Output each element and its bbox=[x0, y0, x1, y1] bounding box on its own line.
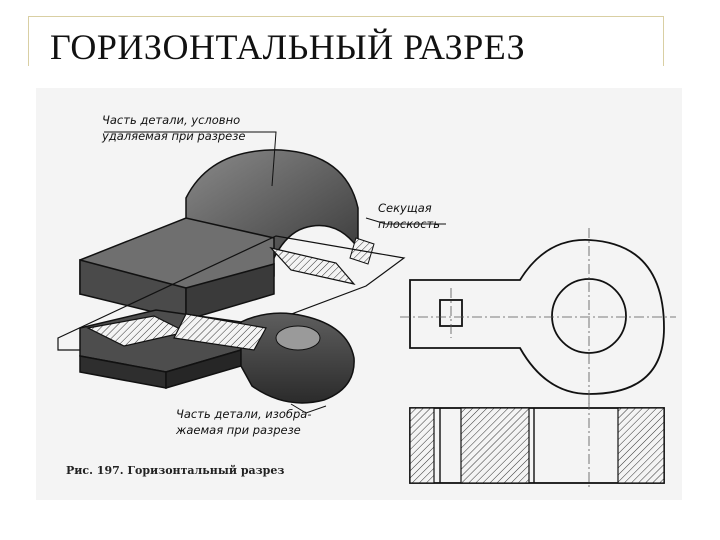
label-shown-part-line2: жаемая при разрезе bbox=[175, 423, 301, 437]
title-frame: ГОРИЗОНТАЛЬНЫЙ РАЗРЕЗ bbox=[28, 16, 664, 67]
frame-line-top bbox=[28, 16, 664, 17]
front-section-view bbox=[409, 400, 665, 490]
section-drawing: Часть детали, условно удаляемая при разр… bbox=[57, 113, 676, 490]
label-shown-part-line1: Часть детали, изобра- bbox=[176, 407, 312, 421]
removed-part-upper bbox=[79, 149, 375, 322]
figure-caption: Рис. 197. Горизонтальный разрез bbox=[66, 464, 284, 477]
slide-title: ГОРИЗОНТАЛЬНЫЙ РАЗРЕЗ bbox=[50, 27, 526, 67]
shown-part-lower bbox=[79, 309, 355, 404]
label-removed-part-line1: Часть детали, условно bbox=[102, 113, 240, 127]
label-cutting-plane-line2: плоскость bbox=[378, 217, 440, 231]
cutting-plane bbox=[57, 235, 406, 351]
frame-line-right bbox=[663, 16, 664, 66]
figure-image: Часть детали, условно удаляемая при разр… bbox=[36, 88, 682, 500]
leader-lines bbox=[104, 131, 446, 414]
frame-line-left bbox=[28, 16, 29, 66]
label-removed-part-line2: удаляемая при разрезе bbox=[101, 129, 245, 143]
label-cutting-plane-line1: Секущая bbox=[378, 201, 432, 215]
top-view-axes bbox=[400, 228, 676, 404]
